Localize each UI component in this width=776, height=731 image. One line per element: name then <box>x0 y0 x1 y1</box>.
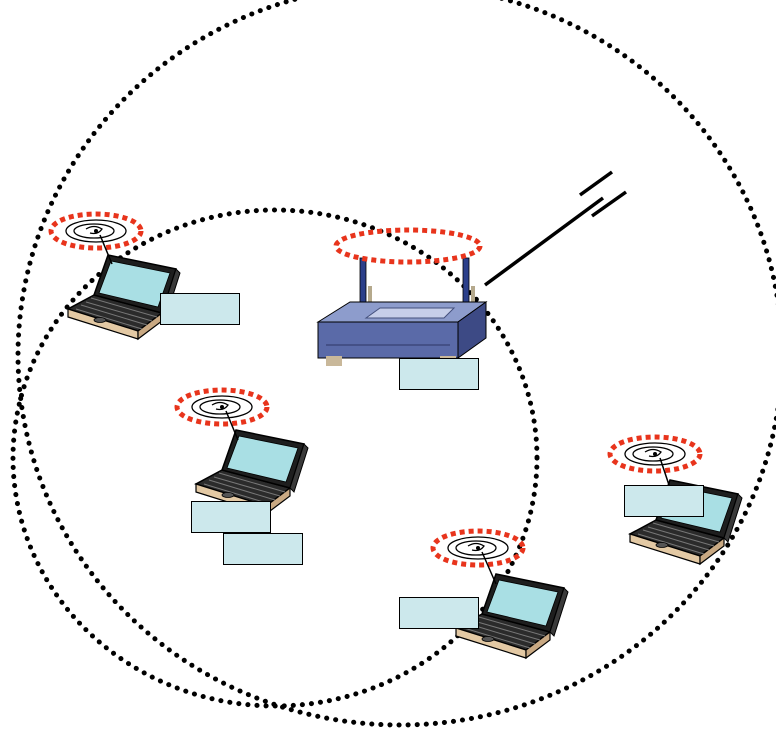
signal-icon <box>610 437 700 471</box>
access-point-label <box>399 358 479 390</box>
laptop-center-left-label <box>191 501 271 533</box>
wireless-router-icon <box>316 257 488 366</box>
signal-icon <box>51 214 141 248</box>
laptop-center-left-label-2 <box>223 533 303 565</box>
signal-ring <box>333 227 483 265</box>
signal-icon <box>433 531 523 565</box>
wired-uplink <box>483 170 628 287</box>
signal-icon <box>177 390 267 424</box>
laptop-center-left <box>177 390 309 515</box>
access-point <box>316 227 488 366</box>
laptop-right <box>610 437 743 565</box>
laptop-bottom-center-label <box>399 597 479 629</box>
laptop-top-left <box>51 214 181 340</box>
laptop-right-label <box>624 485 704 517</box>
cable-break-icon <box>578 170 614 197</box>
access-point-coverage <box>15 0 776 728</box>
laptop-top-left-label <box>160 293 240 325</box>
laptop-coverage <box>10 207 540 709</box>
laptop-bottom-center <box>433 531 569 659</box>
